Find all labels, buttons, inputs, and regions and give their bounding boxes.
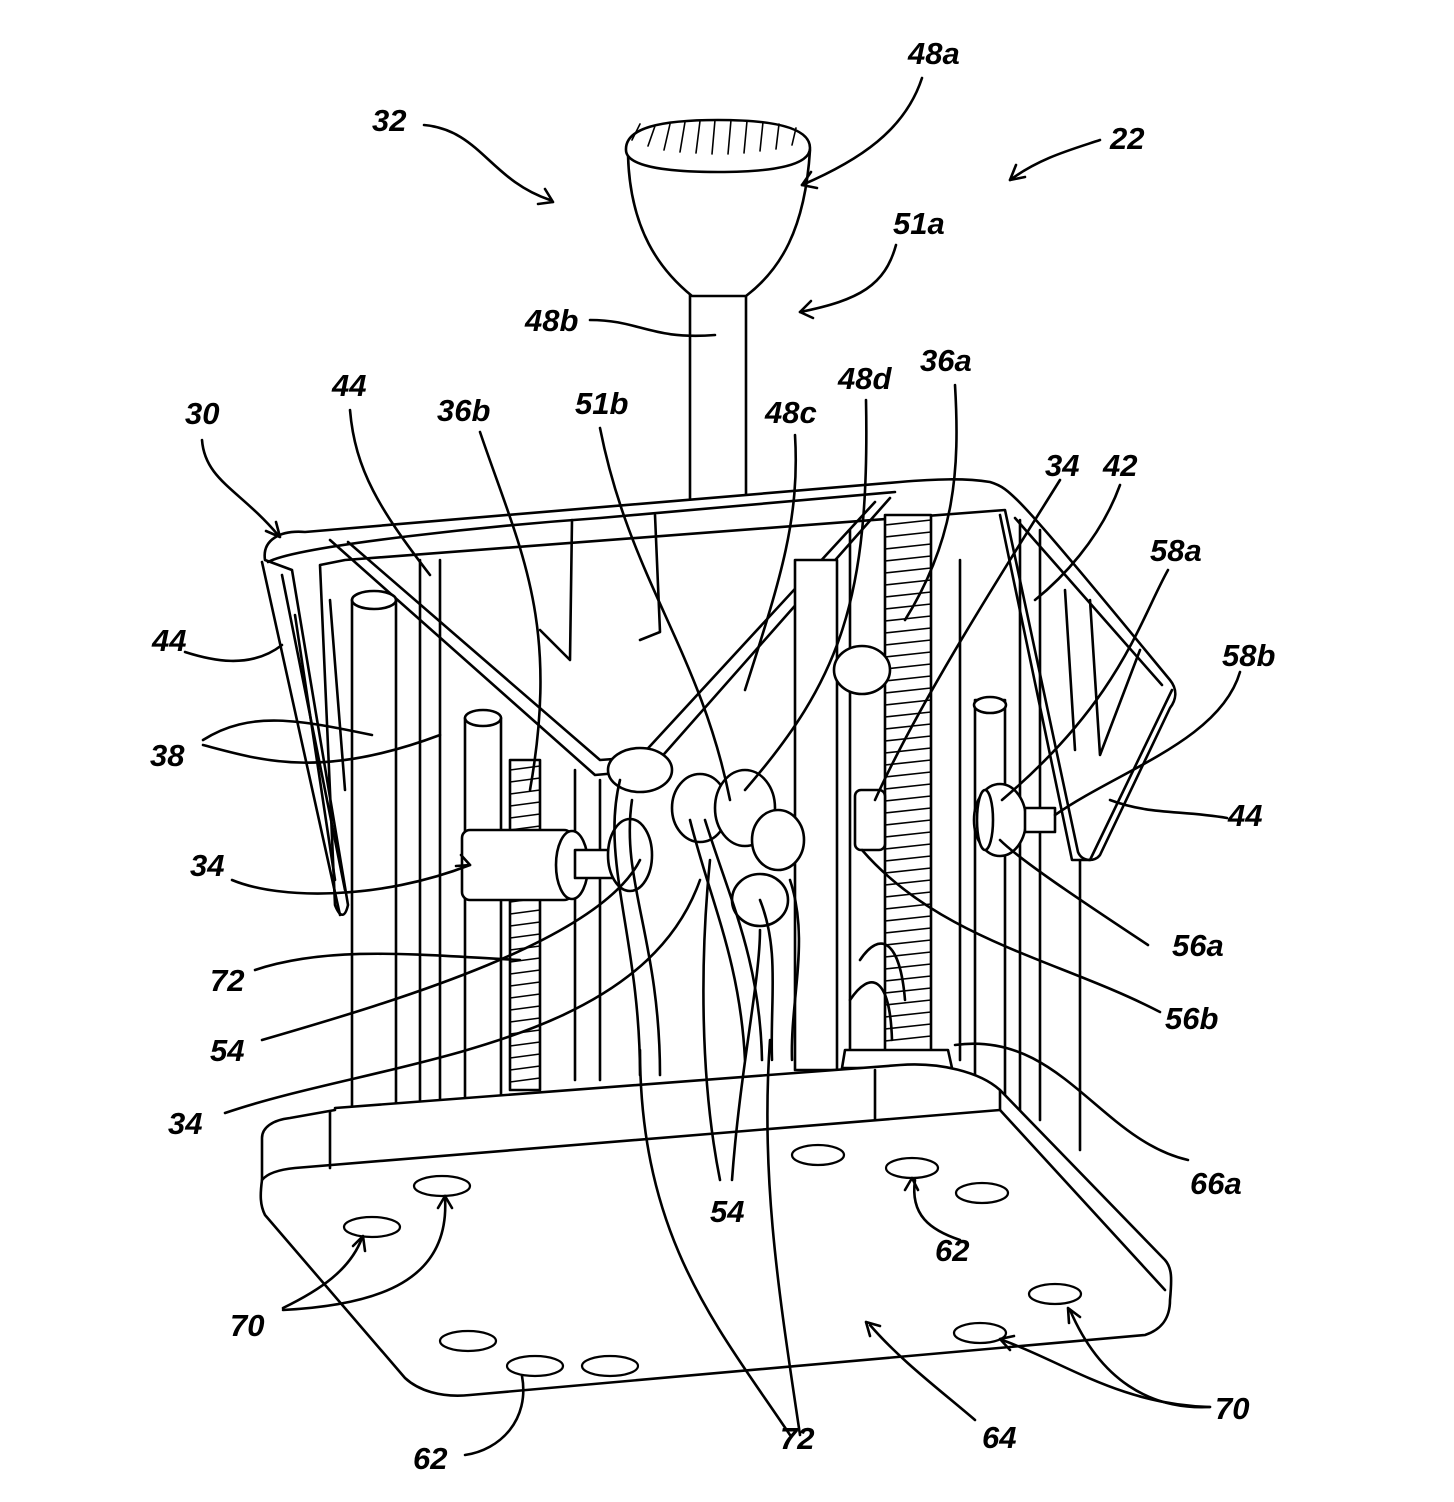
rod-left-inner	[463, 716, 503, 1110]
label-34: 34	[1045, 448, 1080, 483]
label-48b: 48b	[525, 303, 579, 338]
label-72: 72	[780, 1421, 815, 1456]
label-34: 34	[168, 1106, 203, 1141]
slider-34-right	[853, 788, 887, 852]
left-rods	[350, 558, 602, 1112]
hole	[438, 1329, 498, 1353]
label-36a: 36a	[920, 343, 972, 378]
label-34: 34	[190, 848, 225, 883]
base-plate	[259, 1063, 1173, 1397]
hole	[790, 1143, 846, 1167]
label-22: 22	[1110, 121, 1145, 156]
hole	[1027, 1282, 1083, 1306]
label-48a: 48a	[908, 36, 960, 71]
label-56a: 56a	[1172, 928, 1224, 963]
label-36b: 36b	[437, 393, 491, 428]
hole	[954, 1181, 1010, 1205]
label-64: 64	[982, 1420, 1017, 1455]
label-42: 42	[1103, 448, 1138, 483]
label-54: 54	[710, 1194, 745, 1229]
label-58b: 58b	[1222, 638, 1276, 673]
label-54: 54	[210, 1033, 245, 1068]
shaft	[688, 288, 748, 502]
cables	[613, 778, 907, 1077]
hole	[342, 1215, 402, 1239]
label-62: 62	[935, 1233, 970, 1268]
label-58a: 58a	[1150, 533, 1202, 568]
label-44: 44	[1228, 798, 1263, 833]
label-44: 44	[332, 368, 367, 403]
label-51a: 51a	[893, 206, 945, 241]
label-32: 32	[372, 103, 407, 138]
cable-center	[688, 818, 764, 1062]
label-51b: 51b	[575, 386, 629, 421]
hole	[952, 1321, 1008, 1345]
knob-cap	[624, 118, 812, 174]
label-66a: 66a	[1190, 1166, 1242, 1201]
cable-right	[758, 878, 801, 1062]
label-48d: 48d	[838, 361, 892, 396]
label-56b: 56b	[1165, 1001, 1219, 1036]
housing-shell	[263, 478, 1177, 917]
hole	[412, 1174, 472, 1198]
hole	[580, 1354, 640, 1378]
upper-housing	[260, 478, 1177, 917]
rod-left-outer	[350, 598, 398, 1112]
rod-center	[793, 558, 839, 1072]
label-38: 38	[150, 738, 185, 773]
label-70: 70	[230, 1308, 265, 1343]
label-30: 30	[185, 396, 220, 431]
label-70: 70	[1215, 1391, 1250, 1426]
hole	[884, 1156, 940, 1180]
knob-assembly	[624, 118, 812, 502]
leader-lines	[183, 76, 1242, 1457]
left-wall-edge	[260, 560, 342, 917]
right-rods	[793, 513, 1082, 1152]
label-62: 62	[413, 1441, 448, 1476]
knurling	[631, 119, 797, 155]
cable-left	[613, 778, 662, 1077]
hole	[505, 1354, 565, 1378]
label-72: 72	[210, 963, 245, 998]
label-48c: 48c	[765, 395, 817, 430]
base-plate-outline	[259, 1063, 1173, 1397]
label-44: 44	[152, 623, 187, 658]
rod-right	[973, 698, 1007, 1102]
